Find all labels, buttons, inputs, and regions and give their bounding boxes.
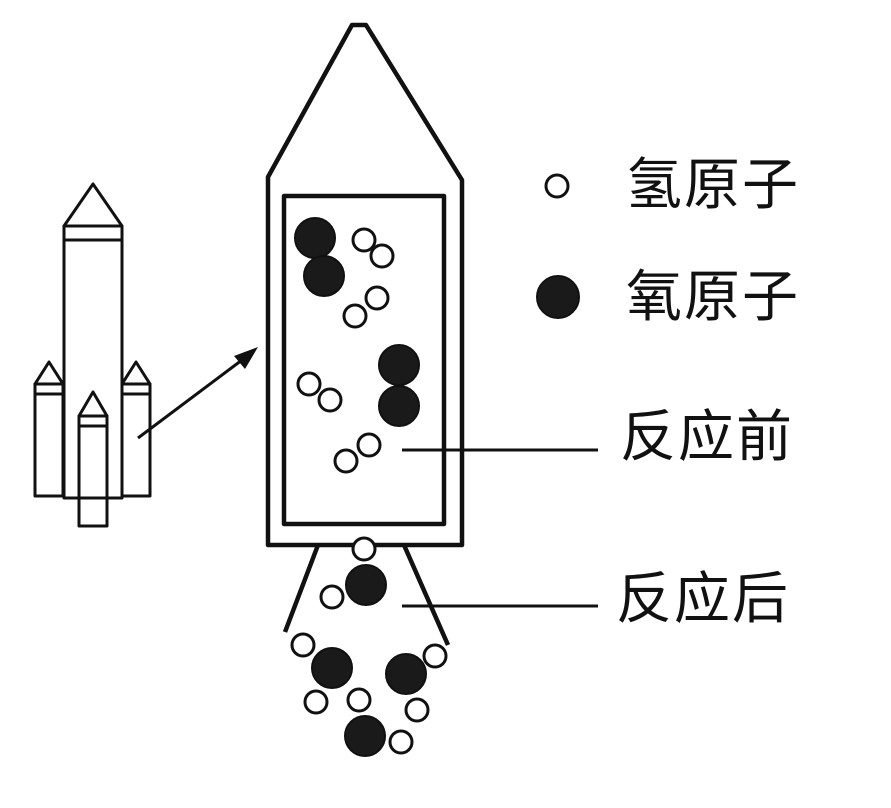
water-molecule xyxy=(319,536,387,610)
water-molecule xyxy=(385,643,448,723)
small-rocket-icon xyxy=(33,182,152,528)
oxygen-legend-marker xyxy=(536,275,580,319)
before-reaction-label: 反应前 xyxy=(620,405,794,470)
zoom-arrow xyxy=(137,347,258,440)
large-rocket-outline xyxy=(265,22,465,646)
hydrogen-molecule xyxy=(342,285,390,329)
combustion-chamber-box xyxy=(281,193,447,527)
water-molecule xyxy=(344,687,414,757)
hydrogen-molecule xyxy=(333,432,382,474)
hydrogen-legend-marker xyxy=(544,173,570,199)
oxygen-molecule xyxy=(378,344,420,427)
hydrogen-legend-label: 氢原子 xyxy=(626,153,800,218)
hydrogen-molecule xyxy=(296,371,343,413)
hydrogen-molecule xyxy=(351,227,395,269)
oxygen-molecule xyxy=(294,217,345,297)
after-reaction-label: 反应后 xyxy=(616,567,790,632)
oxygen-legend-label: 氧原子 xyxy=(626,265,800,330)
water-molecule xyxy=(290,632,353,715)
